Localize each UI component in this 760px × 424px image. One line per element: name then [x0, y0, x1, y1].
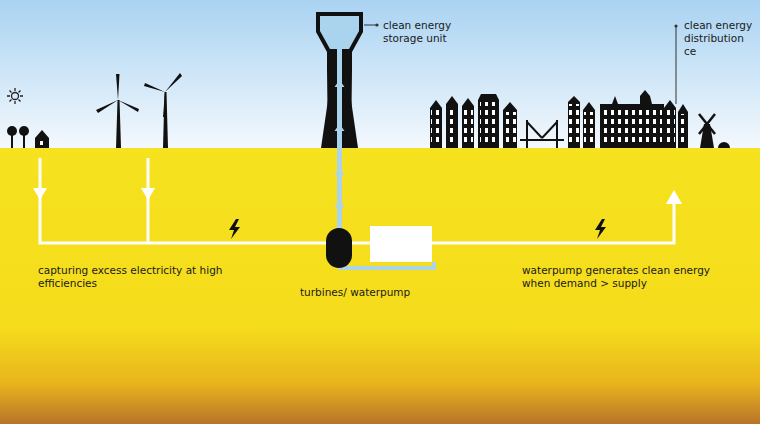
process-note: capturing excess electricity at high eff…: [38, 264, 233, 290]
component-label: turbines/ waterpump: [300, 286, 440, 299]
callout-label: clean energy distribution ce: [684, 19, 758, 58]
process-note: waterpump generates clean energy when de…: [522, 264, 712, 290]
callout-label: clean energy storage unit: [383, 19, 475, 45]
